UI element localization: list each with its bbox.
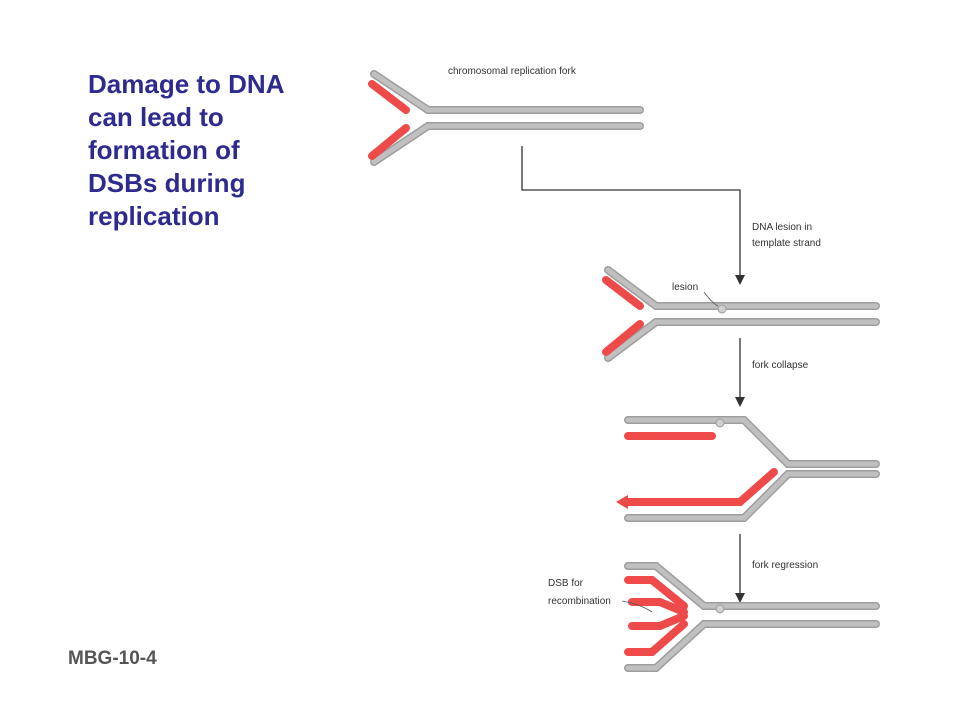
title-line-1: Damage to DNA bbox=[88, 69, 285, 99]
replication-fork-stage-2 bbox=[602, 266, 880, 362]
dsb-pointer bbox=[621, 600, 653, 613]
title-line-4: DSBs during bbox=[88, 168, 246, 198]
slide-code: MBG-10-4 bbox=[68, 648, 157, 669]
regressed-fork-stage-4 bbox=[624, 562, 880, 672]
dsb-label-line-2: recombination bbox=[548, 596, 611, 607]
lesion-template-label-line-2: template strand bbox=[752, 238, 821, 249]
lesion-pointer bbox=[703, 291, 719, 307]
fork-label: chromosomal replication fork bbox=[448, 66, 577, 77]
replication-fork-stage-1 bbox=[368, 70, 644, 166]
lesion-label: lesion bbox=[672, 282, 698, 293]
collapsed-fork-stage-3 bbox=[616, 416, 880, 522]
lesion-template-label-line-1: DNA lesion in bbox=[752, 222, 812, 233]
fork-collapse-label: fork collapse bbox=[752, 360, 809, 371]
title-line-3: formation of bbox=[88, 135, 240, 165]
connector-line bbox=[521, 146, 745, 285]
fork-regression-label: fork regression bbox=[752, 560, 818, 571]
title-line-2: can lead to bbox=[88, 102, 224, 132]
lesion-marker bbox=[717, 304, 727, 314]
dsb-label-line-1: DSB for bbox=[548, 578, 584, 589]
slide-title: Damage to DNA can lead to formation of D… bbox=[88, 68, 348, 233]
title-line-5: replication bbox=[88, 201, 220, 231]
